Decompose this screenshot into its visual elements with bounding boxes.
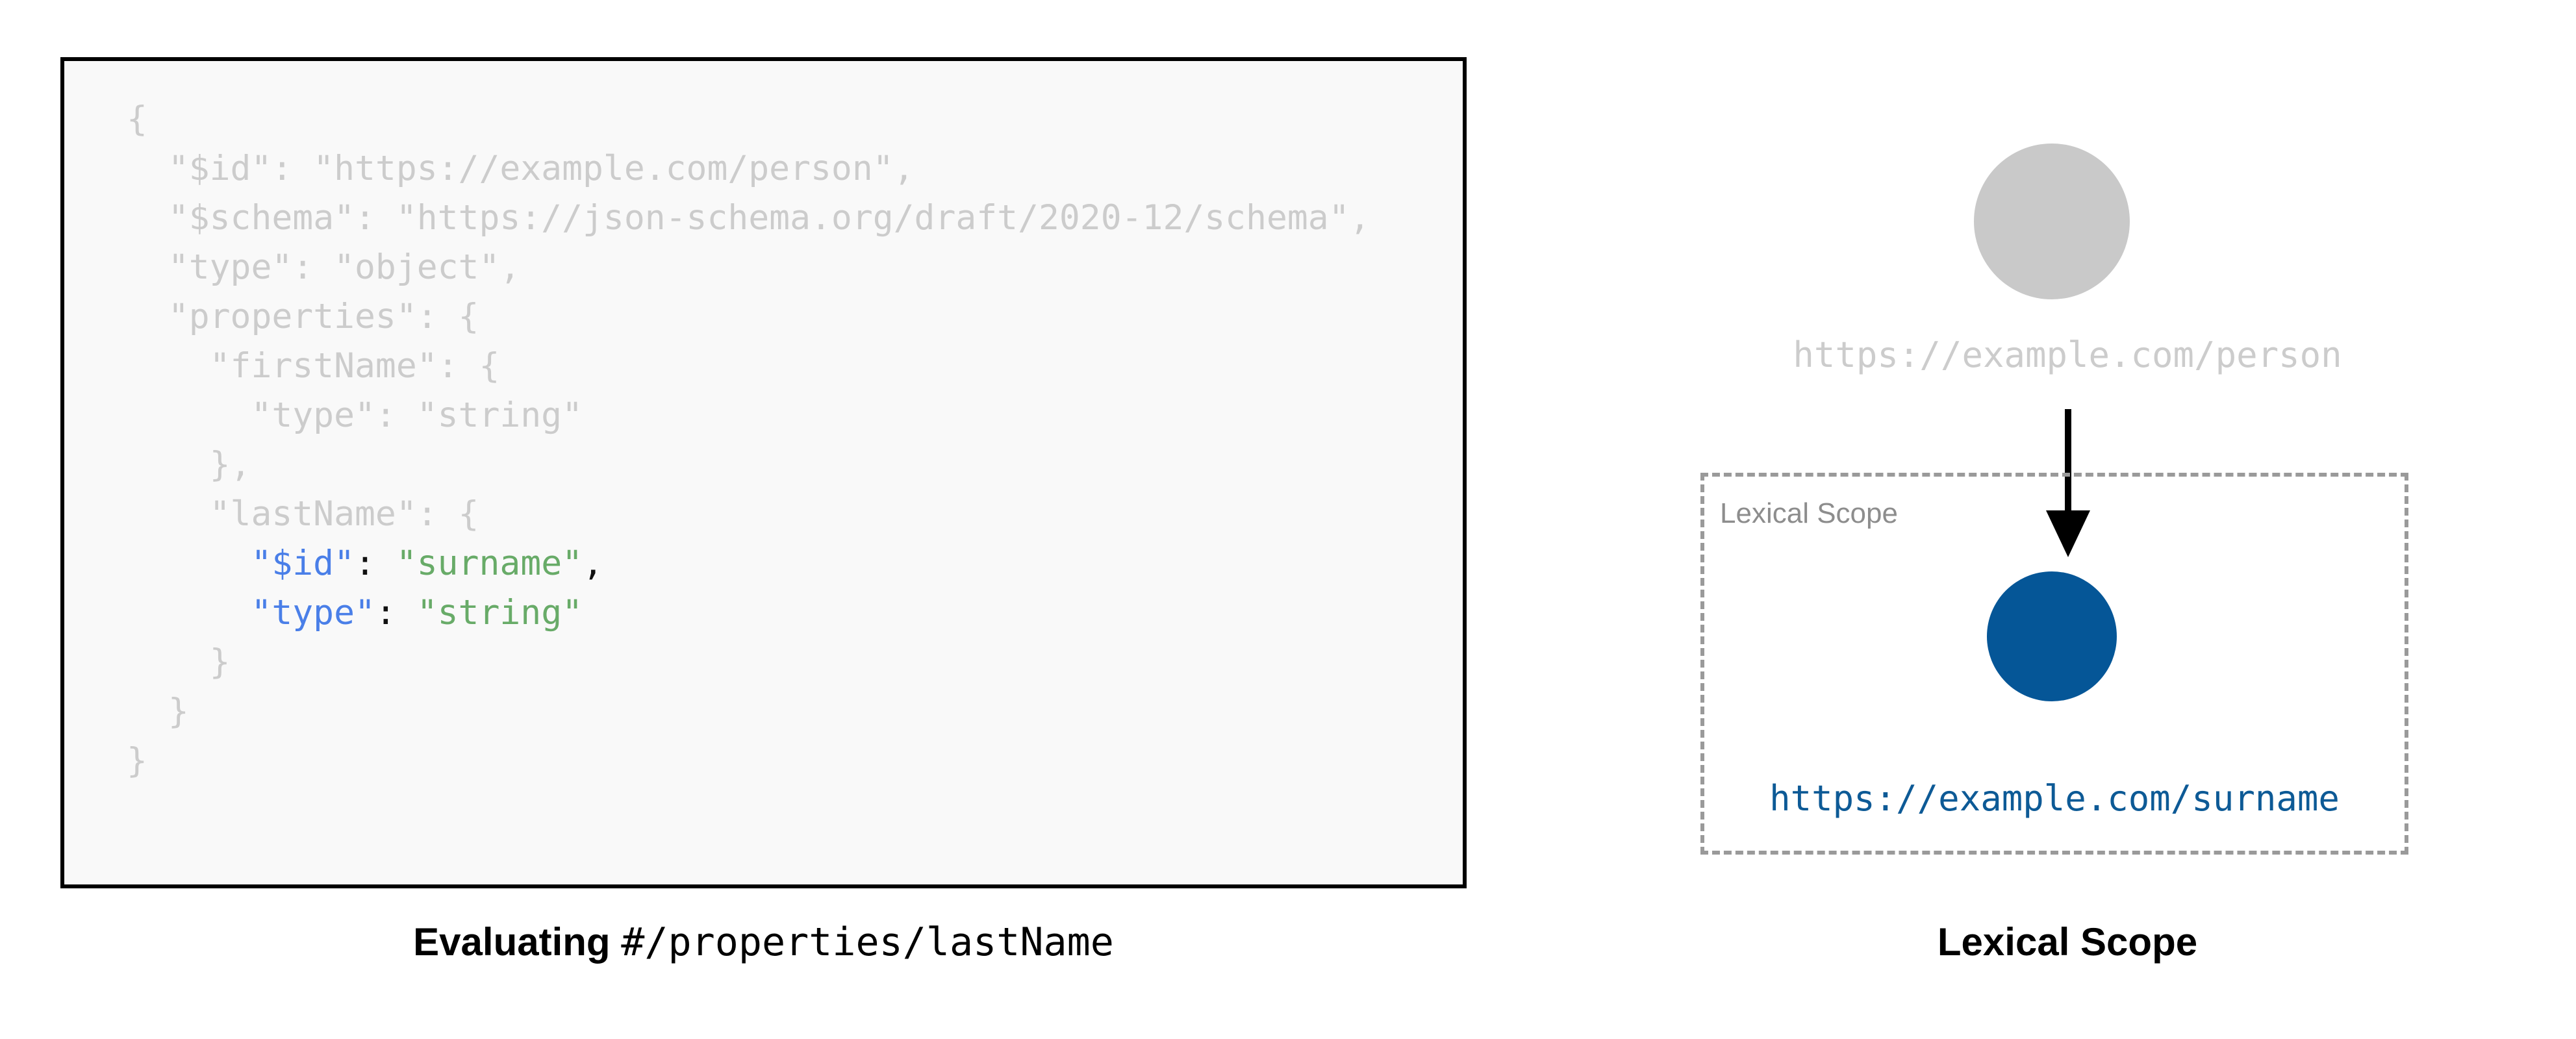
- code-token: "firstName": {: [209, 346, 500, 386]
- lexical-scope-diagram: https://example.com/person Lexical Scope…: [1559, 0, 2576, 1039]
- code-token: ,: [583, 544, 603, 583]
- code-token: "string": [396, 593, 583, 632]
- json-schema-code: { "$id": "https://example.com/person", "…: [127, 95, 1370, 786]
- code-line: "lastName": {: [127, 490, 1370, 539]
- code-token: }: [168, 692, 189, 731]
- code-line: {: [127, 95, 1370, 144]
- left-caption-pointer: #/properties/lastName: [621, 920, 1114, 965]
- code-line: }: [127, 687, 1370, 736]
- code-token: "properties": {: [168, 297, 479, 336]
- code-line: "$id": "surname",: [127, 539, 1370, 588]
- code-token: {: [127, 99, 147, 139]
- left-panel-caption: Evaluating #/properties/lastName: [60, 920, 1467, 965]
- code-line: "$schema": "https://json-schema.org/draf…: [127, 194, 1370, 243]
- code-token: "type": "object",: [168, 247, 521, 287]
- code-token: "type": "string": [251, 395, 583, 435]
- right-panel-caption: Lexical Scope: [1937, 920, 2198, 964]
- code-line: "$id": "https://example.com/person",: [127, 144, 1370, 194]
- code-line: },: [127, 440, 1370, 490]
- code-line: }: [127, 638, 1370, 687]
- left-caption-bold: Evaluating: [413, 920, 622, 964]
- code-line: }: [127, 736, 1370, 786]
- json-schema-code-panel: { "$id": "https://example.com/person", "…: [60, 57, 1467, 888]
- code-line: "type": "string": [127, 391, 1370, 440]
- code-token: :: [375, 593, 396, 632]
- code-token: }: [127, 741, 147, 781]
- code-line: "firstName": {: [127, 342, 1370, 391]
- code-token: :: [355, 544, 375, 583]
- root-schema-node-circle: [1974, 144, 2130, 299]
- code-token: "surname": [375, 544, 583, 583]
- scoped-schema-node-label: https://example.com/surname: [1769, 778, 2340, 819]
- code-token: "$schema": "https://json-schema.org/draf…: [168, 198, 1370, 238]
- scoped-schema-node-circle: [1987, 571, 2117, 701]
- code-line: "type": "object",: [127, 243, 1370, 292]
- code-token: "$id": "https://example.com/person",: [168, 149, 915, 188]
- code-token: "lastName": {: [209, 494, 479, 534]
- code-token: }: [209, 642, 231, 682]
- lexical-scope-boundary-label: Lexical Scope: [1720, 497, 1898, 529]
- lexical-scope-boundary: [1700, 473, 2408, 855]
- root-schema-node-label: https://example.com/person: [1793, 334, 2342, 375]
- code-token: "$id": [251, 544, 355, 583]
- code-line: "type": "string": [127, 588, 1370, 638]
- code-line: "properties": {: [127, 292, 1370, 342]
- code-token: },: [209, 445, 251, 484]
- arrow-down-icon: [2046, 409, 2090, 557]
- code-token: "type": [251, 593, 375, 632]
